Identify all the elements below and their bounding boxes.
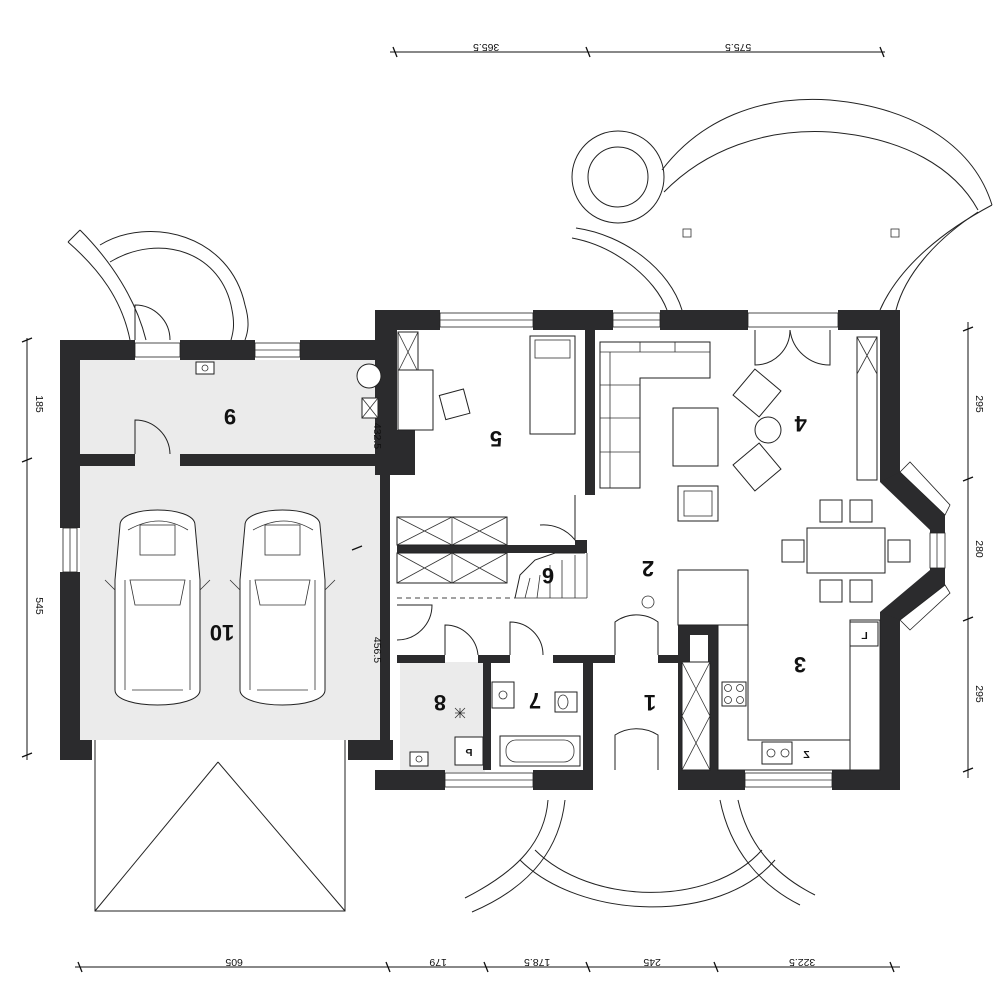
room-7-label: 7 <box>529 688 541 713</box>
kitchen-letter-l: L <box>861 630 868 642</box>
dim-bottom-4: 245 <box>643 956 661 968</box>
windows <box>62 312 951 788</box>
room-6-label: 6 <box>542 563 554 588</box>
stairs <box>396 516 588 599</box>
landscape <box>67 98 993 913</box>
room-4-label: 4 <box>794 411 807 436</box>
fixture-labels: P L Z <box>465 630 867 761</box>
dim-inner-2: 456.5 <box>371 637 383 663</box>
dim-bottom-5: 322.5 <box>789 956 815 968</box>
dim-right-3: 295 <box>973 685 985 703</box>
furniture <box>104 331 911 771</box>
dim-left-1: 185 <box>33 395 45 413</box>
dim-right-1: 295 <box>973 395 985 413</box>
room-8-label: 8 <box>434 690 446 715</box>
dim-bottom-1: 605 <box>225 956 243 968</box>
car-left-icon <box>104 509 211 706</box>
dim-bottom-2: 179 <box>429 956 447 968</box>
dim-left-2: 545 <box>33 597 45 615</box>
dim-top-2: 575.5 <box>725 41 751 53</box>
dimensions: 365.5 575.5 605 179 178.5 245 322.5 185 … <box>21 41 985 973</box>
room-9-label: 9 <box>224 404 236 429</box>
car-right-icon <box>229 509 336 706</box>
dim-bottom-3: 178.5 <box>524 956 550 968</box>
room-3-label: 3 <box>794 652 806 677</box>
doors <box>134 304 831 770</box>
kitchen-letter-z: Z <box>803 749 810 761</box>
dim-inner-1: 432.5 <box>371 423 383 449</box>
room-5-label: 5 <box>490 426 502 451</box>
dim-top-1: 365.5 <box>473 41 499 53</box>
room-10-label: 10 <box>210 620 234 645</box>
pantry-letter: P <box>465 747 472 759</box>
dim-right-2: 280 <box>973 540 985 558</box>
room-2-label: 2 <box>642 556 654 581</box>
walls <box>60 310 945 790</box>
room-numbers: 1 2 3 4 5 6 7 8 9 10 <box>210 404 807 715</box>
room-1-label: 1 <box>644 690 656 715</box>
